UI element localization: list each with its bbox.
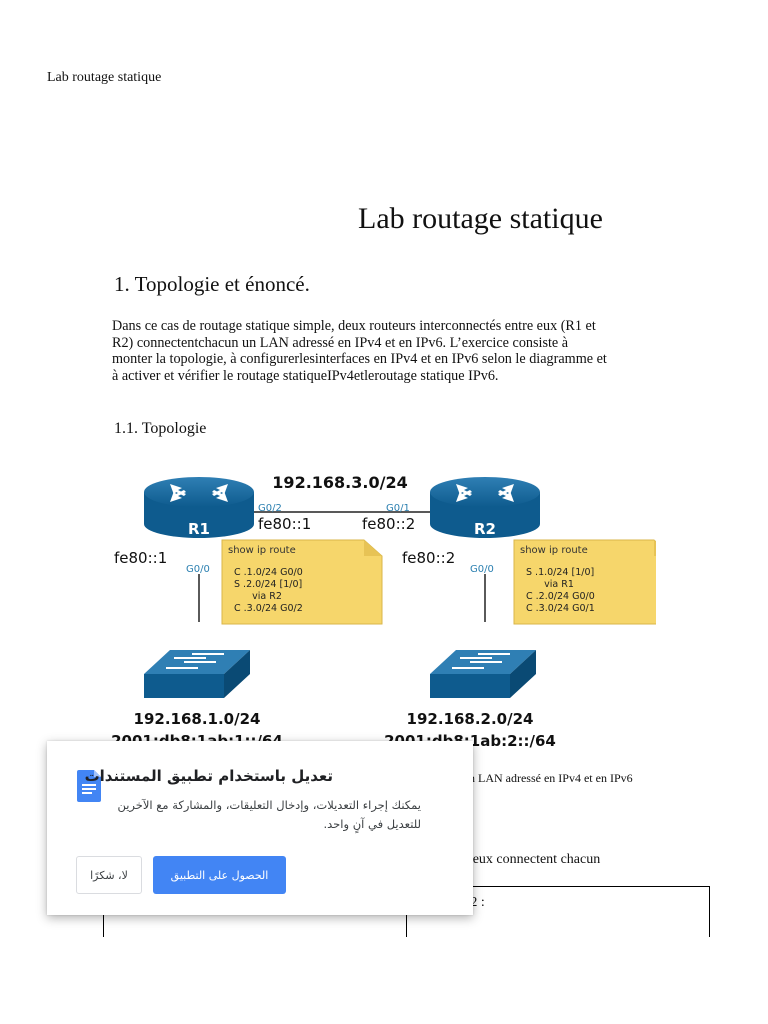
google-docs-icon xyxy=(77,770,101,802)
get-docs-app-popup: تعديل باستخدام تطبيق المستندات يمكنك إجر… xyxy=(47,741,473,915)
paragraph-line: monter la topologie, à configurerlesinte… xyxy=(112,351,607,367)
note-r1-title: show ip route xyxy=(228,545,296,556)
get-app-button[interactable]: الحصول على التطبيق xyxy=(153,856,286,894)
no-thanks-button[interactable]: لا، شكرًا xyxy=(76,856,142,894)
subsection-heading: 1.1. Topologie xyxy=(114,420,207,437)
r2-linklocal-link: fe80::2 xyxy=(362,515,415,533)
obscured-text-line: e eux connectent chacun xyxy=(463,852,601,867)
lan1-ipv4: 192.168.1.0/24 xyxy=(134,710,261,728)
note-r2-line: C .3.0/24 G0/1 xyxy=(526,603,595,614)
r2-port-link: G0/1 xyxy=(386,503,410,514)
note-r1-line: C .1.0/24 G0/0 xyxy=(234,567,303,578)
router-r2-label: R2 xyxy=(474,520,496,538)
switch-lan1 xyxy=(144,650,250,698)
obscured-text-line: un LAN adressé en IPv4 et en IPv6 xyxy=(463,771,633,785)
lan2-ipv4: 192.168.2.0/24 xyxy=(407,710,534,728)
paragraph-line: à activer et vérifier le routage statiqu… xyxy=(112,367,499,384)
r2-linklocal-lan: fe80::2 xyxy=(402,549,455,567)
r1-port-link: G0/2 xyxy=(258,503,282,514)
switch-lan2 xyxy=(430,650,536,698)
router-r1-label: R1 xyxy=(188,520,210,538)
popup-body: يمكنك إجراء التعديلات، وإدخال التعليقات،… xyxy=(117,798,421,831)
intro-paragraph: Dans ce cas de routage statique simple, … xyxy=(112,318,712,384)
note-r2-line: C .2.0/24 G0/0 xyxy=(526,591,595,602)
running-header: Lab routage statique xyxy=(47,70,162,85)
note-r1-line: S .2.0/24 [1/0] xyxy=(234,579,302,590)
popup-title: تعديل باستخدام تطبيق المستندات xyxy=(84,767,333,785)
routing-table-note-r1: show ip route C .1.0/24 G0/0 S .2.0/24 [… xyxy=(221,539,383,625)
r1-linklocal-link: fe80::1 xyxy=(258,515,311,533)
topology-diagram: 192.168.3.0/24 R1 G0/2 fe80::1 fe80::1 G… xyxy=(111,473,656,750)
paragraph-line: Dans ce cas de routage statique simple, … xyxy=(112,318,596,334)
routing-table-note-r2: show ip route S .1.0/24 [1/0] via R1 C .… xyxy=(513,539,656,625)
note-r1-line: C .3.0/24 G0/2 xyxy=(234,603,303,614)
paragraph-line: R2) connectentchacun un LAN adressé en I… xyxy=(112,334,569,351)
section-heading: 1. Topologie et énoncé. xyxy=(114,272,310,296)
note-r2-line: via R1 xyxy=(526,579,574,590)
note-r1-line: via R2 xyxy=(234,591,282,602)
note-r2-title: show ip route xyxy=(520,545,588,556)
router-r1: R1 xyxy=(144,477,254,538)
r1-port-lan: G0/0 xyxy=(186,564,210,575)
router-r2: R2 xyxy=(430,477,540,538)
document-title: Lab routage statique xyxy=(358,202,603,235)
link-network-label: 192.168.3.0/24 xyxy=(272,473,407,492)
r2-port-lan: G0/0 xyxy=(470,564,494,575)
note-r2-line: S .1.0/24 [1/0] xyxy=(526,567,594,578)
r1-linklocal-lan: fe80::1 xyxy=(114,549,167,567)
